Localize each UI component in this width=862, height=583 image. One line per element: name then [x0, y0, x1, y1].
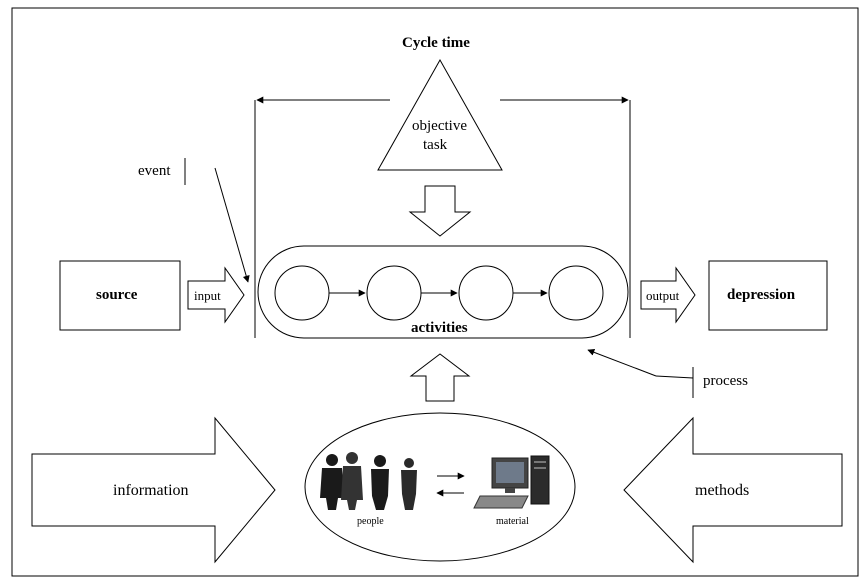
input-arrow	[187, 266, 245, 324]
information-label: information	[113, 482, 189, 499]
activities-label: activities	[411, 320, 468, 336]
cycle-time-label: Cycle time	[402, 35, 470, 51]
event-label: event	[138, 163, 171, 179]
output-label: output	[646, 288, 680, 303]
people-icon	[320, 452, 417, 510]
information-arrow	[31, 416, 276, 564]
methods-arrow	[623, 416, 843, 564]
outer-border	[11, 7, 859, 577]
up-arrow	[409, 353, 471, 402]
task-label: task	[423, 137, 448, 153]
depression-label: depression	[727, 287, 796, 303]
cycle-time-span	[254, 96, 631, 338]
activities-capsule	[257, 245, 629, 339]
activity-chain	[274, 265, 604, 321]
depression-box	[708, 260, 828, 331]
source-label: source	[96, 287, 138, 303]
activity-circle-4	[548, 265, 604, 321]
process-label: process	[703, 373, 748, 389]
objective-task-triangle	[377, 58, 503, 171]
event-marker	[184, 158, 250, 283]
computer-icon	[473, 455, 550, 509]
resources-ellipse	[304, 412, 576, 562]
process-marker	[587, 348, 694, 398]
down-arrow	[408, 185, 472, 237]
source-box	[59, 260, 181, 331]
input-label: input	[194, 288, 221, 303]
activity-circle-3	[458, 265, 514, 321]
people-label: people	[357, 516, 384, 527]
methods-label: methods	[695, 482, 750, 499]
output-arrow	[640, 266, 696, 324]
objective-label: objective	[412, 118, 467, 134]
exchange-arrows	[436, 472, 465, 497]
material-label: material	[496, 516, 529, 527]
activity-circle-1	[274, 265, 330, 321]
activity-circle-2	[366, 265, 422, 321]
